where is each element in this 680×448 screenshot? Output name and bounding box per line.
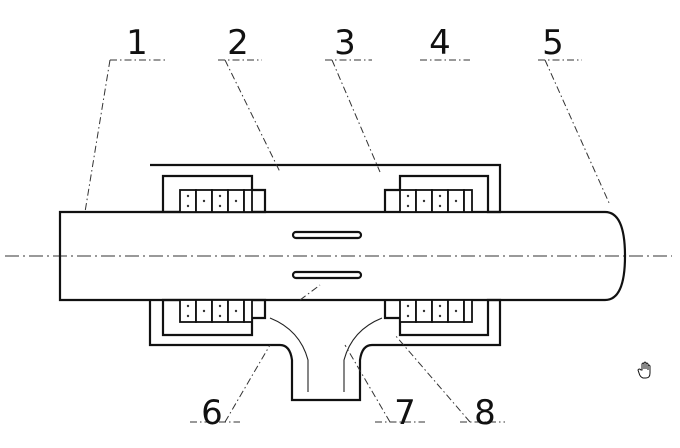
- label-3: 3: [334, 23, 356, 63]
- label-5: 5: [542, 23, 564, 63]
- seal-lower-left: [179, 299, 253, 323]
- shaft: [58, 210, 627, 302]
- label-6: 6: [201, 393, 223, 433]
- leader-lines-bottom: [190, 284, 505, 423]
- seal-dots: [186, 194, 458, 318]
- flow-channel: [269, 317, 383, 392]
- slot-lower: [291, 270, 363, 280]
- hand-cursor-icon: [637, 361, 651, 379]
- label-4: 4: [429, 23, 451, 63]
- slot-upper: [291, 230, 363, 240]
- seal-lower-right: [399, 299, 473, 323]
- label-2: 2: [227, 23, 249, 63]
- label-8: 8: [474, 393, 496, 433]
- label-1: 1: [126, 23, 148, 63]
- label-7: 7: [394, 393, 416, 433]
- seal-upper-right: [399, 189, 473, 213]
- leader-lines-top: [84, 59, 611, 213]
- seal-upper-left: [179, 189, 253, 213]
